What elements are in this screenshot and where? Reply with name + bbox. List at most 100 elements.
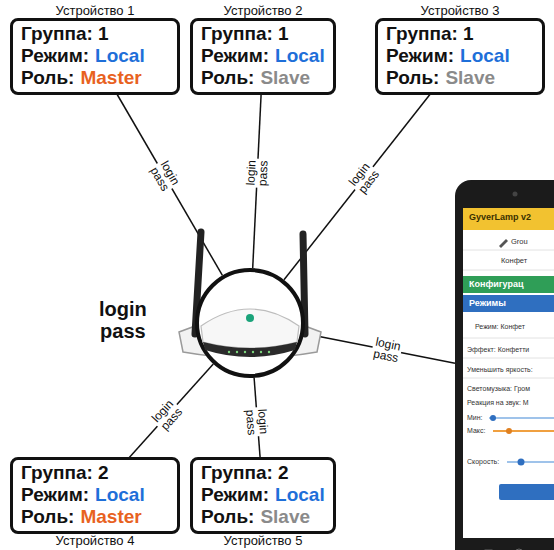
device-line: Группа: 2 (21, 462, 169, 484)
screen-text: Уменьшить яркость: (467, 366, 533, 373)
router-logo (246, 314, 254, 322)
device-box: Устройство 2Группа: 1Режим:LocalРоль:Sla… (190, 18, 336, 95)
separator (463, 338, 554, 339)
edge-label: login pass (370, 335, 403, 364)
field-name: Роль: (201, 506, 254, 527)
slider-track (507, 461, 554, 463)
device-line: Режим: Local (21, 484, 169, 506)
device-title: Устройство 5 (183, 534, 343, 547)
slider-knob (490, 415, 496, 421)
connector-line (254, 378, 260, 458)
field-value: Master (80, 506, 141, 527)
nav-key (515, 549, 523, 550)
device-title: Устройство 4 (3, 534, 187, 547)
slider-track (493, 430, 554, 432)
field-value: Local (275, 484, 325, 505)
screen-text: Конфет (501, 257, 527, 265)
screen-text: GyverLamp v2 (469, 213, 531, 222)
device-line: Роль: Master (21, 67, 169, 89)
screen-text: Макс: (467, 427, 485, 434)
separator (463, 270, 554, 271)
device-line: Режим:Local (201, 45, 325, 67)
device-line: Режим: Local (386, 45, 534, 67)
field-name: Группа: 1 (201, 23, 289, 44)
separator (463, 250, 554, 251)
device-line: Группа: 1 (201, 23, 325, 45)
device-line: Группа: 1 (386, 23, 534, 45)
config-bar (463, 276, 554, 293)
field-name: Режим: (21, 484, 89, 505)
screen-text: Эффект: Конфетти (467, 346, 529, 353)
edge-label: login pass (244, 406, 270, 437)
device-box: Устройство 1Группа: 1Режим:LocalРоль:Mas… (10, 18, 180, 95)
slider-knob (518, 459, 525, 466)
router-node: login pass (195, 268, 305, 378)
router-illustration (195, 268, 305, 378)
phone-screen (463, 208, 554, 538)
device-line: Режим: Local (201, 484, 325, 506)
edge-label: login pass (346, 159, 383, 197)
device-line: Группа: 2 (201, 462, 325, 484)
device-line: Группа: 1 (21, 23, 169, 45)
field-name: Роль: (21, 67, 74, 88)
device-line: Режим: Local (21, 45, 169, 67)
field-value: Local (460, 45, 510, 66)
screen-text: Светомузыка: Гром (467, 385, 530, 392)
edge-label: login pass (148, 396, 185, 434)
connector-line (129, 364, 213, 458)
device-title: Устройство 2 (183, 4, 343, 17)
router-led (244, 351, 246, 353)
slider-track (489, 417, 554, 419)
device-box: Устройство 4Группа: 2Режим:LocalРоль:Mas… (10, 457, 180, 534)
edge-label: login pass (147, 157, 183, 194)
field-value: Slave (445, 67, 495, 88)
field-name: Роль: (21, 506, 74, 527)
device-line: Роль: Master (21, 506, 169, 528)
screen-text: Скорость: (467, 458, 499, 465)
screen-text: Конфигурац (469, 280, 524, 289)
field-name: Режим: (386, 45, 454, 66)
field-name: Группа: 1 (386, 23, 474, 44)
phone-body (455, 180, 554, 550)
app-button (499, 484, 554, 500)
field-name: Роль: (201, 67, 254, 88)
field-value: Local (95, 45, 145, 66)
field-value: Slave (260, 506, 310, 527)
screen-text: Grou (511, 238, 528, 246)
phone-camera (513, 192, 518, 197)
screen-text: Мин: (467, 414, 483, 421)
phone-illustration (455, 180, 554, 550)
field-value: Master (80, 67, 141, 88)
separator (463, 378, 554, 379)
zoom-circle (197, 270, 303, 376)
router-led (252, 351, 254, 353)
field-name: Роль: (386, 67, 439, 88)
connector-line (304, 334, 455, 364)
field-value: Local (95, 484, 145, 505)
router-led (268, 351, 270, 353)
device-box: Устройство 3Группа: 1Режим:LocalРоль:Sla… (375, 18, 545, 95)
field-name: Режим: (201, 484, 269, 505)
screen-text: Режим: Конфет (475, 323, 525, 330)
edge-label: login pass (245, 157, 270, 187)
screen-text: Реакция на звук: М (467, 399, 529, 406)
device-line: Роль: Slave (386, 67, 534, 89)
connector-line (117, 95, 222, 276)
field-name: Режим: (21, 45, 89, 66)
device-box: Устройство 5Группа: 2Режим:LocalРоль:Sla… (190, 457, 336, 534)
field-name: Группа: 2 (201, 462, 289, 483)
router-top (201, 309, 299, 348)
modes-bar (463, 295, 554, 312)
slider-knob (506, 428, 512, 434)
field-name: Режим: (201, 45, 269, 66)
pencil-icon (499, 239, 508, 248)
device-line: Роль: Slave (201, 506, 325, 528)
router-led (260, 351, 262, 353)
phone-node: GyverLamp v2GrouКонфетКонфигурацРежимыРе… (455, 180, 554, 550)
app-header (463, 208, 554, 230)
connector-line (253, 95, 261, 269)
device-title: Устройство 1 (3, 4, 187, 17)
separator (463, 358, 554, 359)
device-line: Роль:Slave (201, 67, 325, 89)
